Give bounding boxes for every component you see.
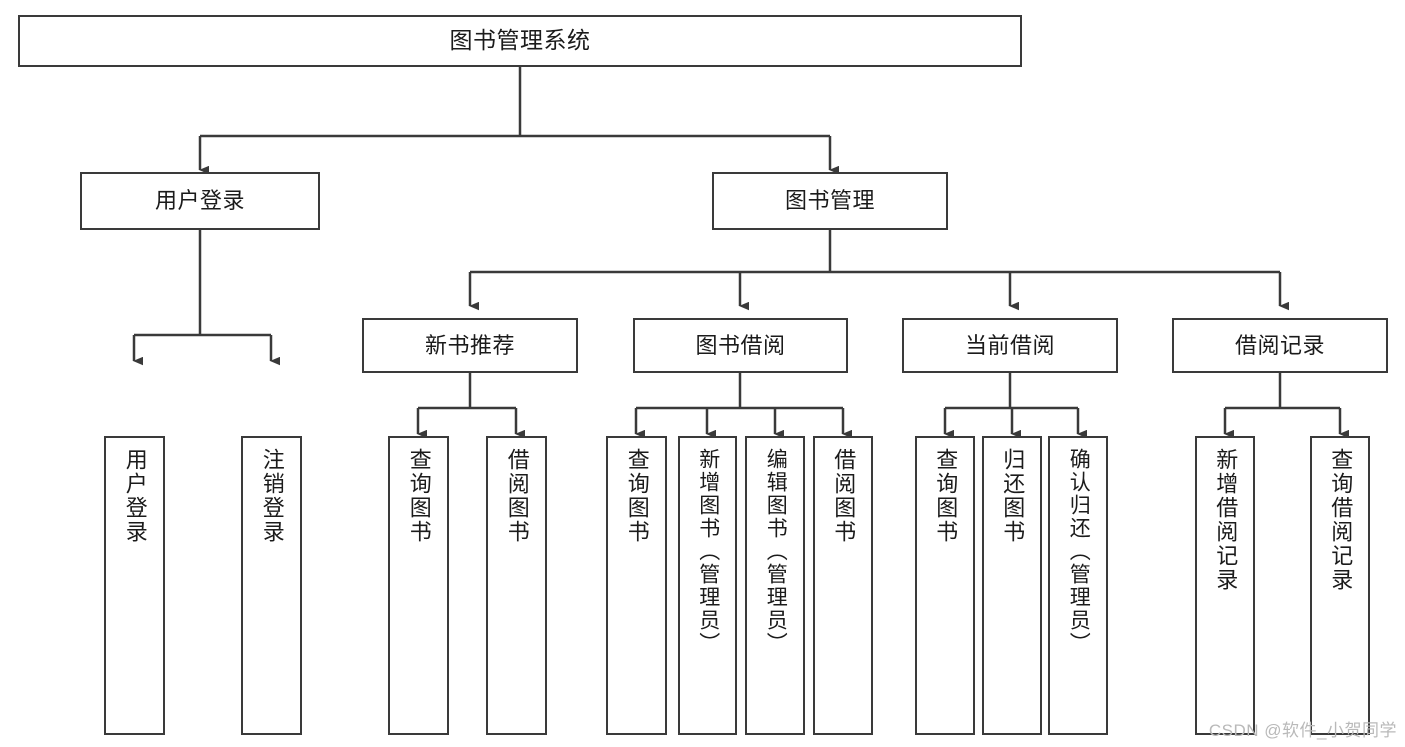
- node-label: 借阅记录: [1234, 332, 1325, 358]
- node-label: 查询图书: [624, 448, 650, 544]
- node-label: 新增借阅记录: [1213, 448, 1239, 592]
- node-label: 新书推荐: [424, 332, 515, 358]
- node-leaf-add-book[interactable]: 新增图书（管理员）: [678, 436, 737, 735]
- node-label: 用户登录: [122, 448, 148, 544]
- node-leaf-return-book[interactable]: 归还图书: [982, 436, 1042, 735]
- node-book-borrow[interactable]: 图书借阅: [633, 318, 848, 373]
- node-label: 当前借阅: [964, 332, 1055, 358]
- node-root-root[interactable]: 图书管理系统: [18, 15, 1022, 67]
- node-leaf-query-book-1[interactable]: 查询图书: [388, 436, 449, 735]
- node-label: 新增图书（管理员）: [696, 448, 720, 655]
- node-current-borrow[interactable]: 当前借阅: [902, 318, 1118, 373]
- node-leaf-query-book-2[interactable]: 查询图书: [606, 436, 667, 735]
- node-label: 注销登录: [259, 448, 285, 544]
- node-borrow-record[interactable]: 借阅记录: [1172, 318, 1388, 373]
- node-label: 确认归还（管理员）: [1067, 448, 1091, 655]
- node-leaf-query-record[interactable]: 查询借阅记录: [1310, 436, 1370, 735]
- node-label: 归还图书: [1000, 448, 1026, 544]
- node-label: 图书管理: [784, 188, 875, 214]
- node-new-book-recommend[interactable]: 新书推荐: [362, 318, 578, 373]
- node-leaf-edit-book[interactable]: 编辑图书（管理员）: [745, 436, 805, 735]
- node-label: 查询借阅记录: [1328, 448, 1354, 592]
- node-leaf-logout[interactable]: 注销登录: [241, 436, 302, 735]
- csdn-watermark: CSDN @软件_小贺同学: [1208, 721, 1397, 740]
- node-label: 图书借阅: [695, 332, 786, 358]
- node-label: 借阅图书: [504, 448, 530, 544]
- node-label: 用户登录: [154, 188, 245, 214]
- node-label: 借阅图书: [831, 448, 857, 544]
- node-leaf-confirm-return[interactable]: 确认归还（管理员）: [1048, 436, 1108, 735]
- node-leaf-add-record[interactable]: 新增借阅记录: [1195, 436, 1255, 735]
- node-leaf-borrow-book-1[interactable]: 借阅图书: [486, 436, 547, 735]
- node-label: 查询图书: [406, 448, 432, 544]
- node-leaf-borrow-book-2[interactable]: 借阅图书: [813, 436, 873, 735]
- node-leaf-query-book-3[interactable]: 查询图书: [915, 436, 975, 735]
- node-label: 编辑图书（管理员）: [764, 448, 788, 655]
- node-user-login[interactable]: 用户登录: [80, 172, 320, 230]
- node-book-manage[interactable]: 图书管理: [712, 172, 948, 230]
- node-label: 图书管理系统: [449, 27, 591, 54]
- node-label: 查询图书: [933, 448, 959, 544]
- node-leaf-user-login[interactable]: 用户登录: [104, 436, 165, 735]
